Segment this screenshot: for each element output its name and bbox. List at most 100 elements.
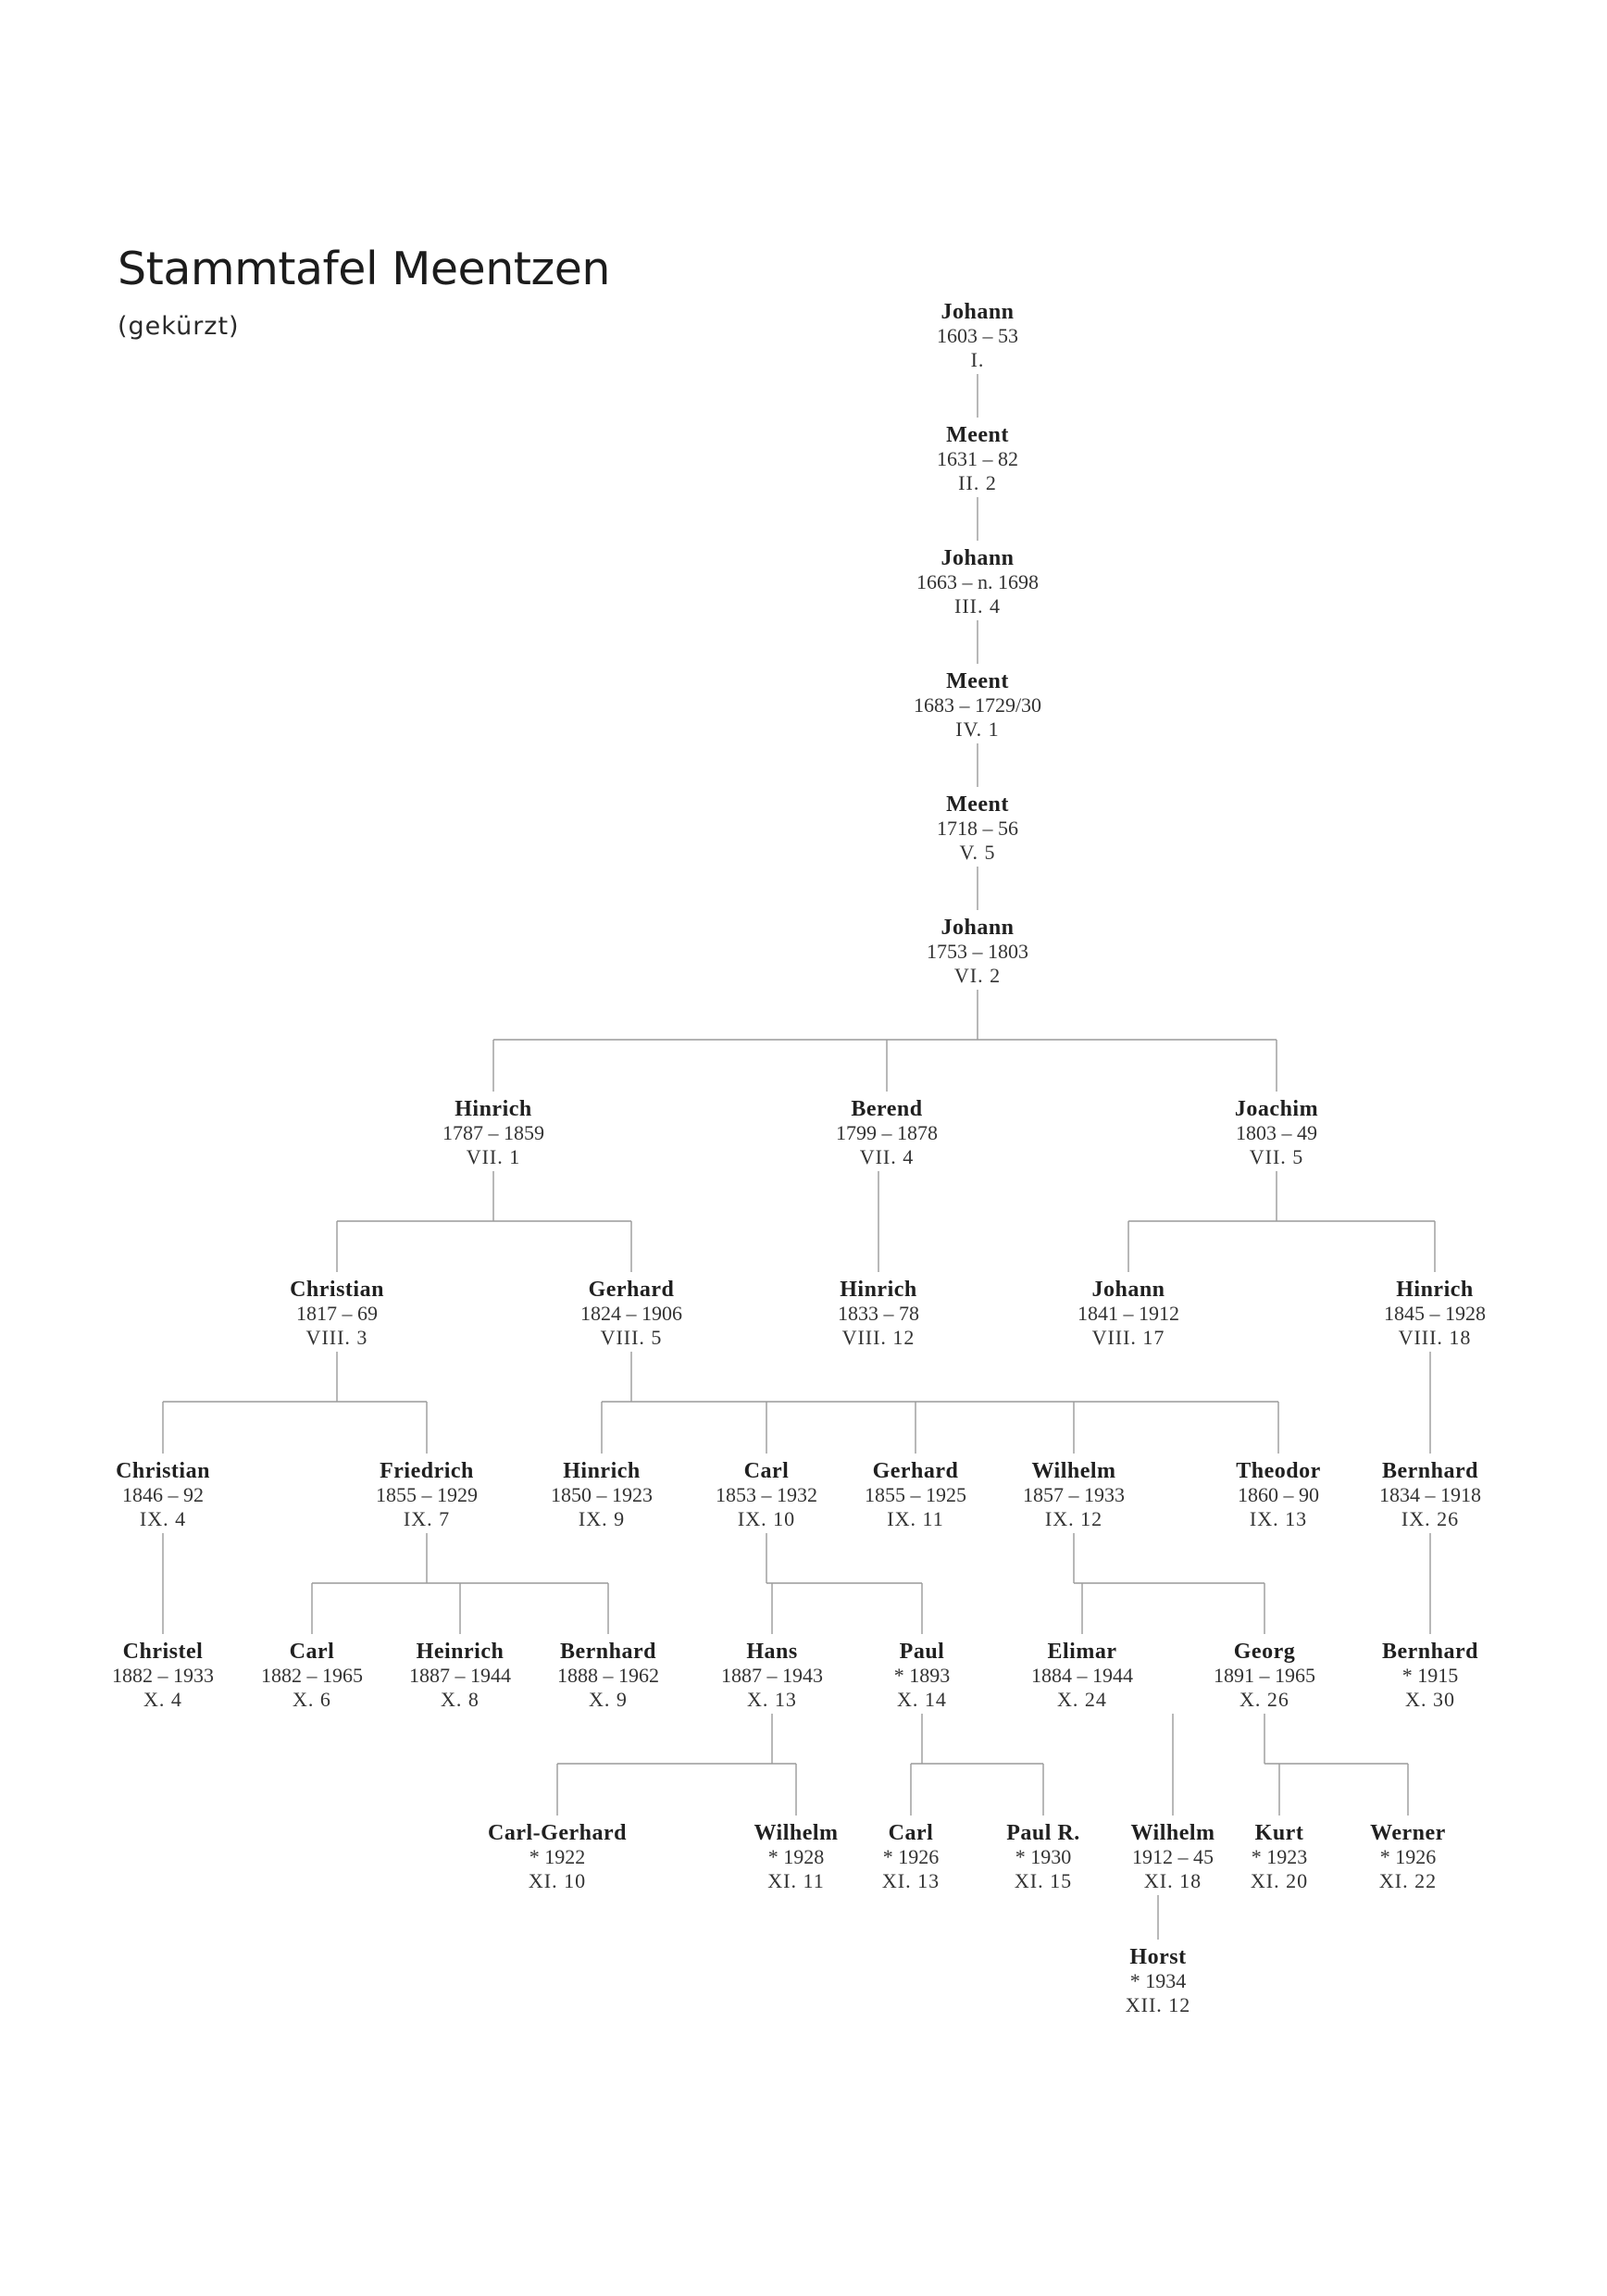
person-code: XI. 18: [1143, 1869, 1202, 1892]
person-name: Georg: [1233, 1640, 1296, 1664]
person-dates: * 1893: [893, 1664, 951, 1687]
person-dates: 1803 – 49: [1235, 1121, 1317, 1144]
person-dates: 1663 – n. 1698: [916, 570, 1039, 593]
person-name: Gerhard: [872, 1459, 959, 1483]
person-name: Wilhelm: [1130, 1821, 1215, 1845]
person-dates: 1853 – 1932: [716, 1483, 817, 1506]
person-dates: 1888 – 1962: [557, 1664, 659, 1687]
person-name: Bernhard: [1381, 1459, 1478, 1483]
person-code: X. 26: [1240, 1688, 1289, 1711]
page-title: Stammtafel Meentzen: [118, 243, 610, 295]
person-dates: 1787 – 1859: [442, 1121, 544, 1144]
person-dates: 1855 – 1925: [865, 1483, 966, 1506]
person-dates: 1882 – 1933: [112, 1664, 214, 1687]
person-dates: 1857 – 1933: [1023, 1483, 1125, 1506]
person-code: X. 14: [897, 1688, 947, 1711]
person-name: Elimar: [1047, 1640, 1117, 1664]
person-code: VIII. 12: [841, 1326, 916, 1349]
person-code: XI. 15: [1014, 1869, 1073, 1892]
person-code: VIII. 18: [1398, 1326, 1472, 1349]
person-code: IV. 1: [955, 718, 1000, 741]
person-name: Christian: [116, 1459, 210, 1483]
person-code: VI. 2: [953, 964, 1002, 987]
person-code: IX. 4: [139, 1507, 187, 1530]
person-code: IX. 11: [887, 1507, 944, 1530]
person-name: Paul R.: [1006, 1821, 1080, 1845]
person-name: Hinrich: [840, 1278, 917, 1302]
person-dates: 1817 – 69: [295, 1302, 378, 1325]
person-code: XI. 10: [528, 1869, 587, 1892]
person-dates: 1683 – 1729/30: [913, 693, 1042, 717]
person-dates: 1855 – 1929: [376, 1483, 478, 1506]
person-dates: 1887 – 1943: [721, 1664, 823, 1687]
person-code: XI. 11: [767, 1869, 825, 1892]
person-dates: 1824 – 1906: [580, 1302, 682, 1325]
person-code: XI. 13: [881, 1869, 941, 1892]
person-name: Meent: [946, 792, 1009, 817]
person-code: IX. 13: [1249, 1507, 1308, 1530]
person-dates: * 1923: [1251, 1845, 1308, 1868]
person-code: II. 2: [958, 471, 997, 494]
person-dates: 1631 – 82: [937, 447, 1018, 470]
person-name: Werner: [1370, 1821, 1446, 1845]
person-dates: * 1926: [882, 1845, 940, 1868]
person-code: VII. 5: [1249, 1145, 1304, 1168]
person-code: X. 9: [589, 1688, 628, 1711]
person-code: IX. 7: [403, 1507, 451, 1530]
person-dates: 1841 – 1912: [1078, 1302, 1179, 1325]
person-name: Wilhelm: [1031, 1459, 1116, 1483]
person-name: Johann: [941, 300, 1015, 324]
person-code: VIII. 5: [600, 1326, 663, 1349]
person-dates: 1912 – 45: [1132, 1845, 1214, 1868]
person-name: Carl-Gerhard: [488, 1821, 627, 1845]
person-dates: 1845 – 1928: [1384, 1302, 1486, 1325]
person-dates: * 1930: [1015, 1845, 1072, 1868]
person-name: Bernhard: [559, 1640, 656, 1664]
person-name: Johann: [1091, 1278, 1165, 1302]
person-dates: * 1922: [529, 1845, 586, 1868]
person-code: VIII. 17: [1091, 1326, 1165, 1349]
person-code: X. 24: [1057, 1688, 1107, 1711]
person-name: Christel: [122, 1640, 204, 1664]
person-dates: 1846 – 92: [121, 1483, 204, 1506]
person-code: XI. 20: [1250, 1869, 1309, 1892]
person-dates: 1833 – 78: [838, 1302, 919, 1325]
person-code: VII. 1: [466, 1145, 521, 1168]
person-dates: 1753 – 1803: [927, 940, 1028, 963]
person-name: Hinrich: [1396, 1278, 1474, 1302]
person-name: Friedrich: [380, 1459, 474, 1483]
person-dates: 1850 – 1923: [551, 1483, 653, 1506]
person-name: Bernhard: [1381, 1640, 1479, 1664]
person-name: Berend: [851, 1097, 923, 1121]
person-dates: 1887 – 1944: [409, 1664, 511, 1687]
person-dates: * 1926: [1379, 1845, 1437, 1868]
person-code: IX. 26: [1401, 1507, 1460, 1530]
